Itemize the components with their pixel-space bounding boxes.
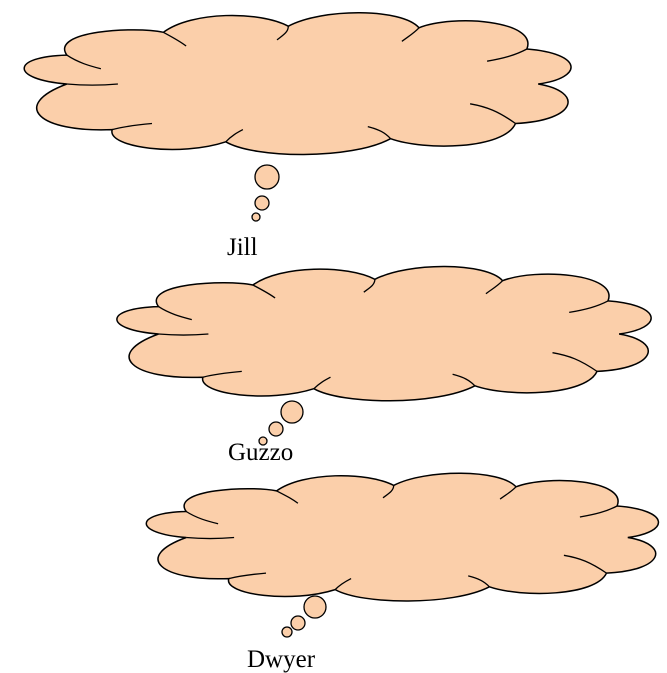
thought-bubble-guzzo [116,265,652,446]
cloud-crease [499,486,517,500]
cloud-crease [468,575,490,588]
cloud-crease [569,300,609,314]
thought-bubble-dwyer [145,472,660,638]
cloud-crease [163,31,187,47]
speaker-name-jill: Jill [227,234,258,261]
thought-tail-circle [251,212,261,222]
cloud-crease [228,572,267,580]
cloud-shape [145,472,660,602]
cloud-crease [334,578,352,591]
cloud-crease [158,306,192,321]
cloud-crease [469,103,516,125]
cloud-crease [552,352,598,372]
cloud-crease [202,370,242,378]
cloud-shape [116,265,652,402]
cloud-crease [185,510,219,525]
cloud-crease [225,129,244,143]
cloud-crease [367,125,392,140]
cloud-shape [23,12,572,156]
cloud-crease [382,485,395,499]
cloud-crease [158,333,209,336]
thought-bubble-jill [23,12,572,222]
cloud-crease [313,376,331,390]
speaker-name-dwyer: Dwyer [247,646,316,673]
cloud-crease [485,280,504,295]
cloud-crease [252,284,276,299]
thought-tail-circle [254,164,280,190]
speaker-name-guzzo: Guzzo [228,439,294,466]
thought-tail-circle [290,615,306,631]
thought-tail-circle [281,626,293,638]
thought-tail-circle [280,400,304,424]
cloud-crease [276,490,299,504]
cloud-crease [276,26,289,41]
cloud-crease [401,27,420,42]
cloud-crease [66,83,118,86]
cloud-crease [486,48,528,62]
thought-tail-circle [303,595,327,619]
cloud-crease [563,554,607,574]
cloud-crease [452,373,476,387]
cloud-crease [186,536,235,540]
cloud-crease [363,279,376,293]
cloud-crease [66,54,102,70]
thought-tail-circle [258,436,268,446]
cloud-crease [579,505,618,518]
thought-tail-circle [268,421,284,437]
cloud-crease [112,122,153,131]
thought-tail-circle [254,195,270,211]
